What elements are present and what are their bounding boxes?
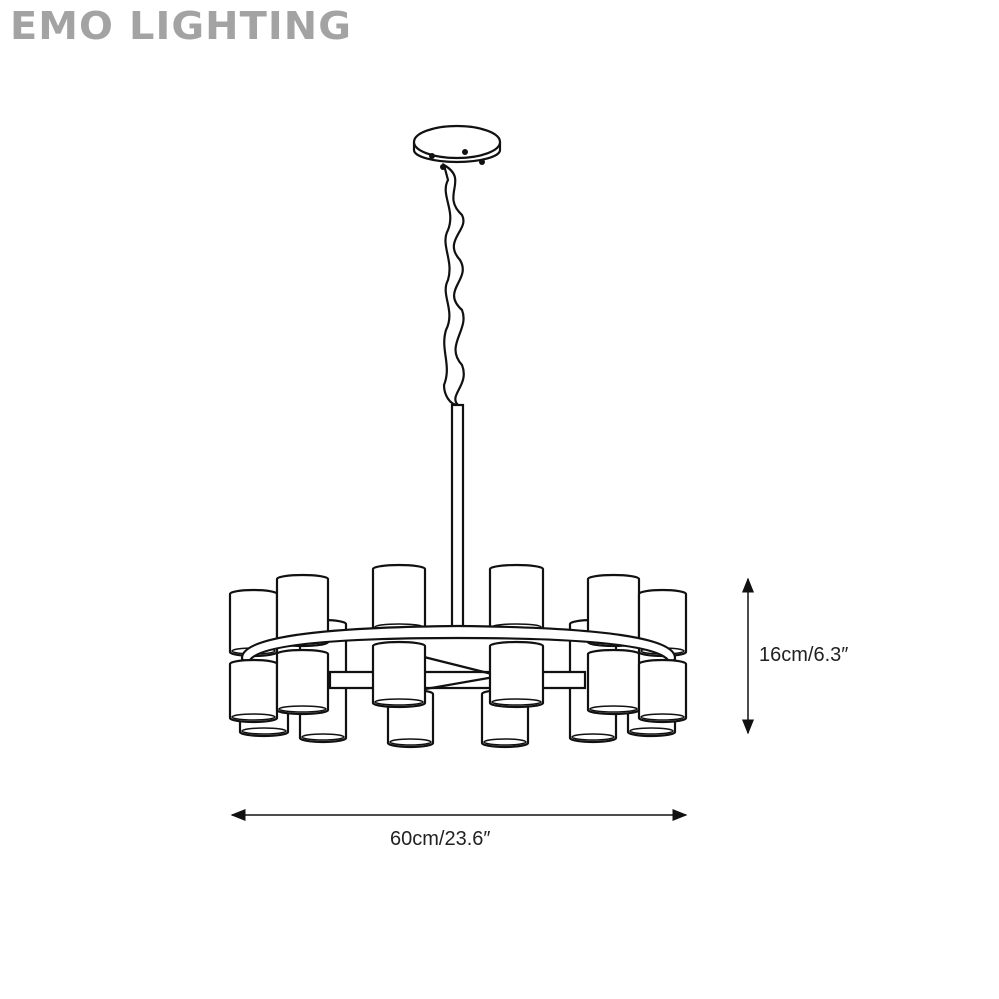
- lamp-shade: [228, 588, 279, 658]
- lamp-shade: [488, 563, 545, 634]
- brand-logo: EMO LIGHTING: [10, 4, 353, 48]
- twisted-chain: [442, 162, 465, 407]
- lamp-shade: [275, 648, 330, 716]
- lamp-shade: [637, 588, 688, 658]
- height-label: 16cm/6.3″: [759, 644, 849, 666]
- lamp-shade: [371, 563, 427, 634]
- lamp-shade: [371, 640, 427, 709]
- lamp-shade: [637, 658, 688, 724]
- lamp-shade: [586, 648, 641, 716]
- ceiling-canopy: [412, 124, 502, 170]
- lamp-shade: [228, 658, 279, 724]
- center-rod: [450, 403, 465, 632]
- lamp-shade: [488, 640, 545, 709]
- width-label: 60cm/23.6″: [390, 828, 491, 850]
- shades-lower: [228, 640, 688, 724]
- arms: [328, 654, 587, 692]
